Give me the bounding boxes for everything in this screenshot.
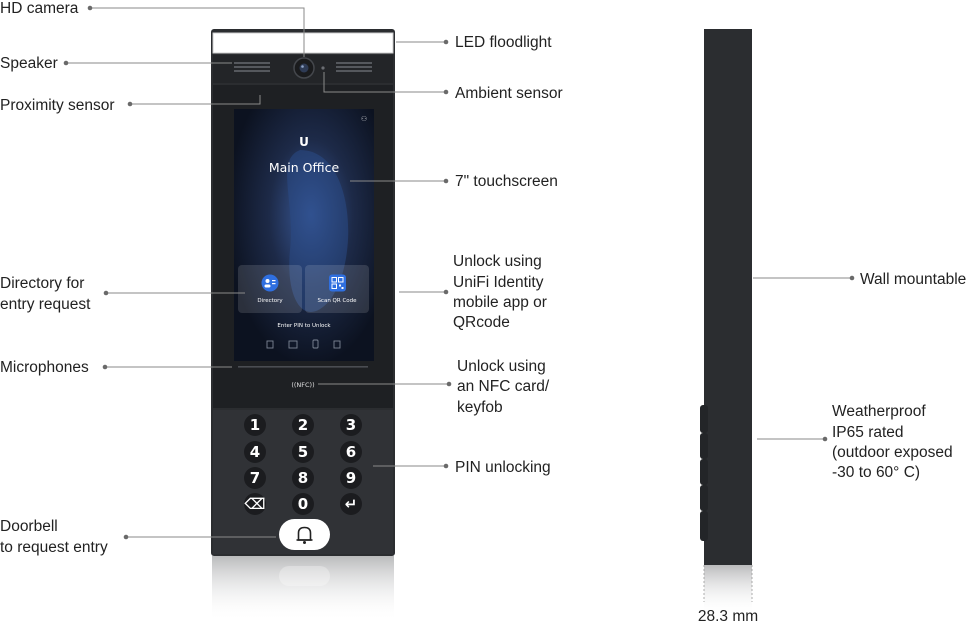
label-directory-line-1: Directory for xyxy=(0,275,84,292)
keypad-key[interactable]: 9 xyxy=(340,467,362,489)
doorbell-reflection xyxy=(279,566,330,586)
keypad-key-label: 1 xyxy=(250,416,260,434)
speaker-grille-left xyxy=(234,62,270,72)
label-hd-camera: HD camera xyxy=(0,0,79,17)
keypad-key[interactable]: 8 xyxy=(292,467,314,489)
keypad-key-background xyxy=(244,414,266,436)
directory-tile-label: Directory xyxy=(257,298,283,304)
pin-prompt: Enter PIN to Unlock xyxy=(277,323,331,329)
scan-tile-label: Scan QR Code xyxy=(317,298,357,304)
keypad-key-background xyxy=(244,441,266,463)
keypad-key-label: 6 xyxy=(346,443,356,461)
keypad-key[interactable]: 1 xyxy=(244,414,266,436)
camera-lens-icon xyxy=(293,57,315,79)
keypad-key[interactable]: ↵ xyxy=(340,493,362,515)
thickness-label: 28.3 mm xyxy=(698,608,758,625)
label-weatherproof-line-3: (outdoor exposed xyxy=(832,444,953,461)
keypad-key[interactable]: 7 xyxy=(244,467,266,489)
label-unlock-nfc-line-2: an NFC card/ xyxy=(457,378,550,395)
label-speaker: Speaker xyxy=(0,55,58,72)
label-unlock-app-line-1: Unlock using xyxy=(453,253,542,270)
screen-bottom-icons xyxy=(266,339,341,349)
keypad-key-label: ↵ xyxy=(345,495,358,513)
label-touchscreen: 7" touchscreen xyxy=(455,173,558,190)
label-unlock-app-line-2: UniFi Identity xyxy=(453,274,544,291)
keypad-key-label: 0 xyxy=(298,495,308,513)
label-unlock-nfc-line-3: keyfob xyxy=(457,399,503,416)
label-weatherproof-line-1: Weatherproof xyxy=(832,403,926,420)
label-microphones: Microphones xyxy=(0,359,89,376)
keypad-key-background xyxy=(244,467,266,489)
nfc-icon: ((NFC)) xyxy=(291,381,314,389)
keypad-key-label: 5 xyxy=(298,443,308,461)
side-keypad-bumps xyxy=(700,405,708,541)
label-doorbell-line-2: to request entry xyxy=(0,539,108,556)
device-reflection xyxy=(212,556,394,622)
keypad-key-label: 3 xyxy=(346,416,356,434)
keypad-key-background xyxy=(244,493,266,515)
label-proximity-sensor: Proximity sensor xyxy=(0,97,115,114)
directory-icon xyxy=(261,274,279,292)
leader-lines xyxy=(66,7,852,538)
screen-logo: U xyxy=(299,135,309,149)
keypad-key-label: 9 xyxy=(346,469,356,487)
keypad-key-background xyxy=(340,493,362,515)
side-reflection xyxy=(704,565,752,615)
screen-wallpaper-shape xyxy=(287,150,349,312)
keypad-key-background xyxy=(292,493,314,515)
label-directory-line-2: entry request xyxy=(0,296,91,313)
keypad-key-background xyxy=(340,467,362,489)
leader-dots xyxy=(63,5,855,540)
keypad-key-background xyxy=(292,414,314,436)
keypad-key[interactable]: 0 xyxy=(292,493,314,515)
keypad-key[interactable]: 5 xyxy=(292,441,314,463)
front-device: U ⚇ Main Office Directory Scan QR Code E… xyxy=(211,29,395,622)
keypad-key-label: 4 xyxy=(250,443,260,461)
keypad-key-background xyxy=(292,441,314,463)
side-body xyxy=(704,29,752,565)
label-pin-unlocking: PIN unlocking xyxy=(455,459,551,476)
keypad-key-background xyxy=(292,467,314,489)
keypad-key[interactable]: 4 xyxy=(244,441,266,463)
label-doorbell-line-1: Doorbell xyxy=(0,518,58,535)
keypad-key[interactable]: ⌫ xyxy=(244,493,266,515)
keypad-key[interactable]: 3 xyxy=(340,414,362,436)
doorbell-button[interactable] xyxy=(279,519,330,550)
keypad-key-label: ⌫ xyxy=(244,495,265,513)
label-wall-mountable: Wall mountable xyxy=(860,271,966,288)
label-weatherproof-line-2: IP65 rated xyxy=(832,424,904,441)
side-device: 28.3 mm xyxy=(698,29,758,625)
bell-icon xyxy=(297,526,312,541)
led-floodlight-strip xyxy=(212,32,394,54)
label-unlock-app-line-3: mobile app or xyxy=(453,294,547,311)
keypad-key-background xyxy=(340,414,362,436)
label-unlock-nfc-line-1: Unlock using xyxy=(457,358,546,375)
keypad-key[interactable]: 2 xyxy=(292,414,314,436)
keypad-key-background xyxy=(340,441,362,463)
label-ambient-sensor: Ambient sensor xyxy=(455,85,563,102)
screen-title: Main Office xyxy=(269,160,340,175)
label-led-floodlight: LED floodlight xyxy=(455,34,552,51)
keypad-key-label: 8 xyxy=(298,469,308,487)
microphone-strip xyxy=(238,366,368,368)
label-unlock-app-line-4: QRcode xyxy=(453,314,510,331)
keypad-key-label: 7 xyxy=(250,469,260,487)
keypad: 1 2 3 4 5 6 7 8 9 ⌫ 0 ↵ xyxy=(244,414,362,515)
screen-person-icon: ⚇ xyxy=(361,115,367,123)
keypad-key[interactable]: 6 xyxy=(340,441,362,463)
speaker-grille-right xyxy=(336,62,372,72)
label-weatherproof-line-4: -30 to 60° C) xyxy=(832,464,920,481)
keypad-key-label: 2 xyxy=(298,416,308,434)
qr-code-icon xyxy=(329,274,346,292)
ambient-sensor-dot xyxy=(321,66,325,70)
